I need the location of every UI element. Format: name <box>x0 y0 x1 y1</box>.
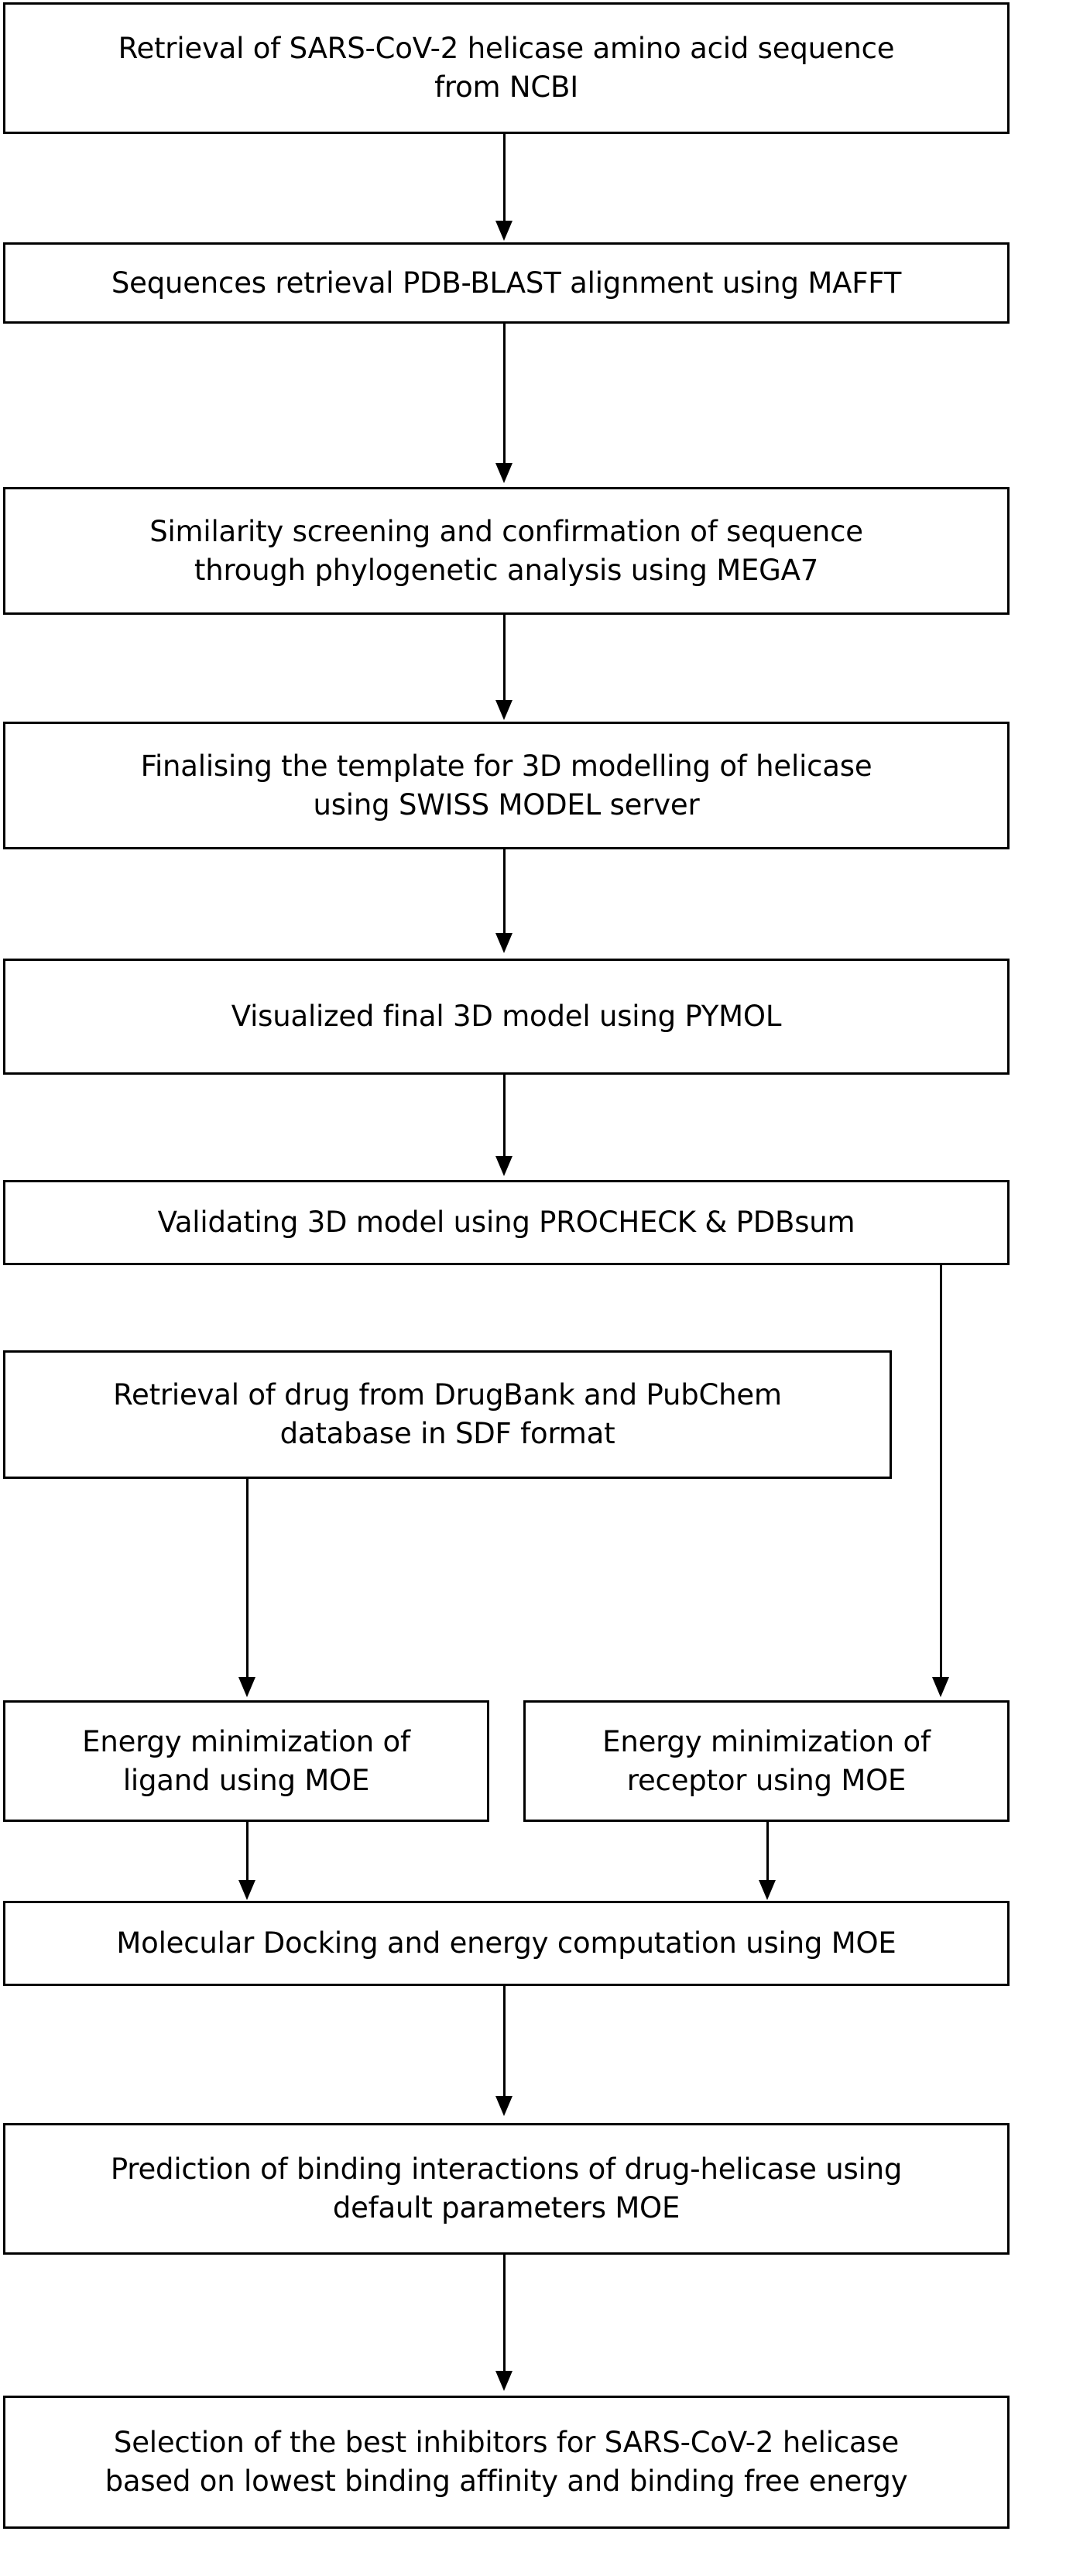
flowchart-node-pdb-blast-mafft: Sequences retrieval PDB-BLAST alignment … <box>3 242 1010 324</box>
node-label: Selection of the best inhibitors for SAR… <box>105 2426 908 2498</box>
arrowhead-n8-n10 <box>238 1880 255 1900</box>
connector-n9-n10 <box>766 1822 769 1880</box>
node-label: Finalising the template for 3D modelling… <box>140 749 872 822</box>
connector-n5-n6 <box>503 1075 506 1156</box>
arrowhead-n5-n6 <box>495 1156 513 1176</box>
node-label: Similarity screening and confirmation of… <box>149 514 863 587</box>
connector-n6-n9 <box>940 1265 942 1677</box>
arrowhead-n9-n10 <box>759 1880 776 1900</box>
connector-n11-n12 <box>503 2255 506 2371</box>
connector-n4-n5 <box>503 849 506 933</box>
node-label: Visualized final 3D model using PYMOL <box>231 1000 782 1034</box>
connector-n2-n3 <box>503 324 506 463</box>
flowchart-node-validate-procheck-pdbsum: Validating 3D model using PROCHECK & PDB… <box>3 1180 1010 1265</box>
connector-n8-n10 <box>246 1822 249 1880</box>
flowchart-node-visualize-pymol: Visualized final 3D model using PYMOL <box>3 959 1010 1075</box>
node-label: Validating 3D model using PROCHECK & PDB… <box>157 1206 855 1240</box>
flowchart-node-energy-minimization-ligand: Energy minimization of ligand using MOE <box>3 1700 489 1822</box>
node-label: Molecular Docking and energy computation… <box>116 1926 896 1960</box>
node-label: Energy minimization of ligand using MOE <box>82 1724 410 1797</box>
node-label: Retrieval of SARS-CoV-2 helicase amino a… <box>118 32 895 104</box>
connector-n1-n2 <box>503 134 506 221</box>
arrowhead-n7-n8 <box>238 1677 255 1697</box>
arrowhead-n1-n2 <box>495 221 513 241</box>
flowchart-node-molecular-docking-moe: Molecular Docking and energy computation… <box>3 1901 1010 1986</box>
arrowhead-n4-n5 <box>495 933 513 953</box>
node-label: Energy minimization of receptor using MO… <box>602 1724 931 1797</box>
arrowhead-n3-n4 <box>495 700 513 720</box>
connector-n7-n8 <box>246 1479 249 1677</box>
flowchart-node-binding-interaction-prediction: Prediction of binding interactions of dr… <box>3 2123 1010 2255</box>
flowchart-node-template-swiss-model: Finalising the template for 3D modelling… <box>3 722 1010 849</box>
arrowhead-n2-n3 <box>495 463 513 483</box>
flowchart-node-drug-retrieval-drugbank-pubchem: Retrieval of drug from DrugBank and PubC… <box>3 1350 892 1479</box>
arrowhead-n11-n12 <box>495 2371 513 2391</box>
connector-n10-n11 <box>503 1986 506 2096</box>
node-label: Retrieval of drug from DrugBank and PubC… <box>113 1378 782 1450</box>
connector-n3-n4 <box>503 615 506 700</box>
node-label: Sequences retrieval PDB-BLAST alignment … <box>111 266 902 300</box>
flowchart-node-energy-minimization-receptor: Energy minimization of receptor using MO… <box>523 1700 1010 1822</box>
arrowhead-n6-n9 <box>932 1677 949 1697</box>
flowchart-node-retrieval-sequence: Retrieval of SARS-CoV-2 helicase amino a… <box>3 2 1010 134</box>
arrowhead-n10-n11 <box>495 2096 513 2116</box>
node-label: Prediction of binding interactions of dr… <box>110 2152 903 2224</box>
flowchart-node-best-inhibitor-selection: Selection of the best inhibitors for SAR… <box>3 2396 1010 2529</box>
flowchart-node-similarity-mega7: Similarity screening and confirmation of… <box>3 487 1010 615</box>
